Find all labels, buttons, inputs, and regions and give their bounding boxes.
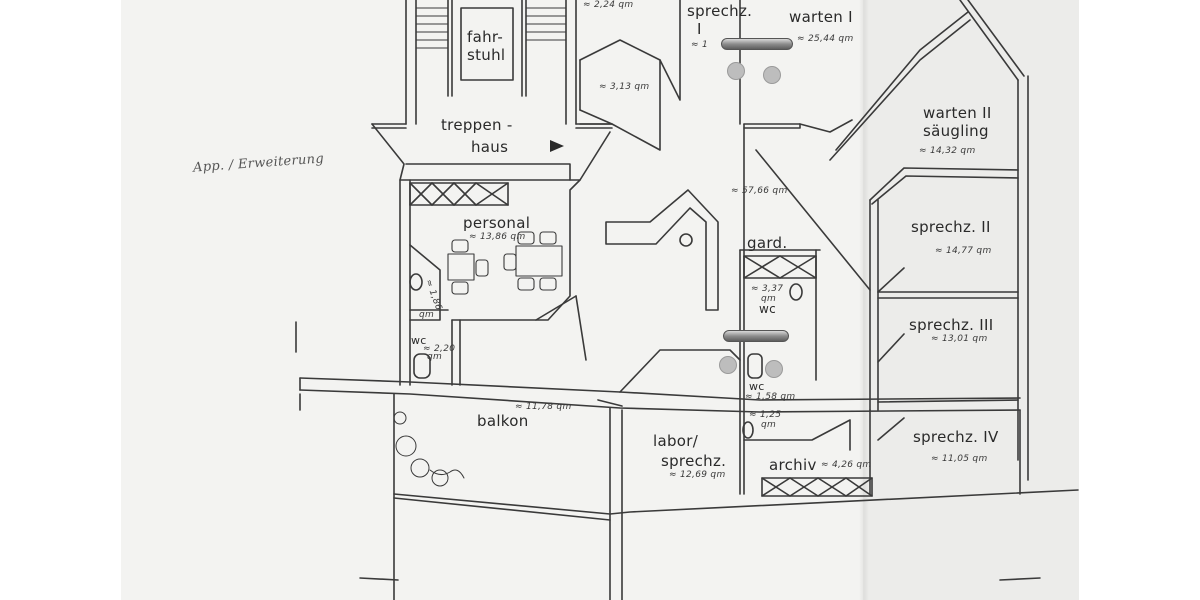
- wc-wing-area-unit: qm: [419, 310, 435, 320]
- balcony-outline: [393, 393, 1079, 600]
- right-block-walls: [359, 0, 1041, 581]
- waiting-room-2-sublabel: säugling: [923, 122, 989, 140]
- exam-room-4-label: sprechz. IV: [913, 428, 999, 446]
- waiting-room-2-area: ≈ 14,32 qm: [919, 146, 976, 156]
- elevator-label-2: stuhl: [467, 46, 506, 64]
- exam-room-2-area: ≈ 14,77 qm: [935, 246, 992, 256]
- punch-hole-bottom-right: [765, 360, 783, 378]
- archive-area: ≈ 4,26 qm: [821, 460, 872, 470]
- wc-upper-label: wc: [759, 302, 777, 316]
- wc-wing-walls: [409, 273, 449, 379]
- lab-room-area: ≈ 12,69 qm: [669, 470, 726, 480]
- elevator-label-1: fahr-: [467, 28, 504, 46]
- personal-room-area: ≈ 13,86 qm: [469, 232, 526, 242]
- sheet-right-page: [863, 0, 1079, 600]
- wc-lower-area: ≈ 1,58 qm: [745, 392, 796, 402]
- top-left-room-area: ≈ 2,24 qm: [583, 0, 634, 10]
- stairwell-label-1: treppen -: [441, 116, 513, 134]
- punch-hole-bottom-left: [719, 356, 737, 374]
- binder-ring-bottom: [723, 330, 789, 342]
- corridor-area: ≈ 3,13 qm: [599, 82, 650, 92]
- wc-small-label: wc: [411, 334, 427, 347]
- corridor-walls: [535, 0, 741, 407]
- balcony-wall: [295, 321, 1021, 413]
- exam-room-2-label: sprechz. II: [911, 218, 991, 236]
- archive-label: archiv: [769, 456, 817, 474]
- plant-decoration: [393, 411, 465, 487]
- reception-desk: [605, 189, 719, 311]
- wc-lower-area-2: ≈ 1,25: [749, 410, 782, 420]
- personal-room-walls: [399, 179, 581, 386]
- floor-plan-sheet: App. / Erweiterung fahr- stuhl treppen -…: [121, 0, 1079, 600]
- exam-room-1-area: ≈ 1: [691, 40, 709, 50]
- wc-lower-label: wc: [749, 380, 765, 393]
- balcony-label: balkon: [477, 412, 529, 430]
- wardrobe-area: ≈ 3,37: [751, 284, 784, 294]
- stair-treads: [415, 7, 567, 49]
- lab-room-sublabel: sprechz.: [661, 452, 727, 470]
- furniture: [447, 231, 563, 295]
- personal-room-label: personal: [463, 214, 531, 232]
- wardrobe-area-unit: qm: [761, 294, 777, 304]
- balcony-area: ≈ 11,78 qm: [515, 402, 572, 412]
- page-fold: [859, 0, 869, 600]
- exam-room-3-label: sprechz. III: [909, 316, 994, 334]
- waiting-room-1-label: warten I: [789, 8, 853, 26]
- waiting-room-1-area: ≈ 25,44 qm: [797, 34, 854, 44]
- binder-ring-top: [721, 38, 793, 50]
- floor-plan-drawing: [295, 0, 1079, 600]
- wc-lower-area-unit: qm: [761, 420, 777, 430]
- lab-room-label: labor/: [653, 432, 699, 450]
- wardrobe-label: gard.: [747, 234, 788, 252]
- waiting-room-2-label: warten II: [923, 104, 992, 122]
- wc-small-area: ≈ 2,20: [423, 344, 456, 354]
- stairwell-label-2: haus: [471, 138, 509, 156]
- entrance-arrow: [550, 140, 564, 152]
- punch-hole-top-left: [727, 62, 745, 80]
- wc-small-area-unit: qm: [427, 352, 443, 362]
- punch-hole-top-right: [763, 66, 781, 84]
- exam-room-4-area: ≈ 11,05 qm: [931, 454, 988, 464]
- reception-area: ≈ 57,66 qm: [731, 186, 788, 196]
- exam-room-1-label: sprechz.: [687, 2, 753, 20]
- exam-room-3-area: ≈ 13,01 qm: [931, 334, 988, 344]
- exam-room-1-numeral: I: [697, 20, 702, 38]
